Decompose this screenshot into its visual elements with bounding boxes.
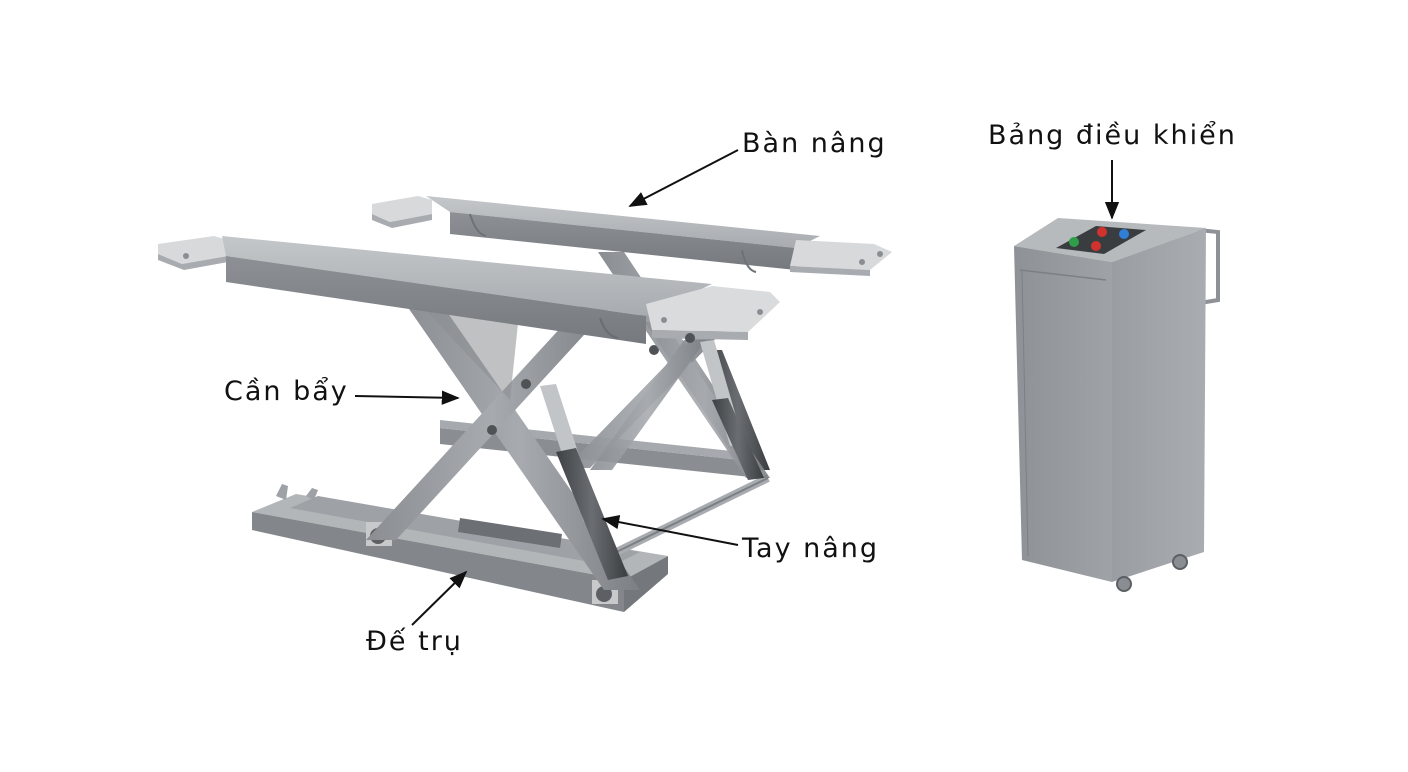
red-button-lower [1091,241,1101,251]
arrow-can-bay [354,390,460,405]
label-arrows [354,149,1120,626]
control-cabinet [1014,218,1220,592]
back-runway [372,196,892,276]
arrow-de-tru [411,570,468,626]
caster-wheel [1116,576,1132,592]
blue-button [1119,229,1129,239]
hydraulic-cylinders [540,340,764,580]
arrow-tay-nang [601,514,739,546]
caster-wheel [1172,554,1188,570]
red-button-upper [1097,227,1107,237]
label-bang-dieu-khien: Bảng điều khiển [988,120,1237,151]
label-ban-nang: Bàn nâng [742,128,887,159]
green-button [1069,237,1079,247]
arrow-ban-nang [628,149,739,207]
front-runway [158,236,780,344]
label-can-bay: Cần bẩy [224,376,349,407]
label-de-tru: Đế trụ [366,626,463,657]
label-tay-nang: Tay nâng [742,533,880,564]
base-frame [252,484,668,612]
